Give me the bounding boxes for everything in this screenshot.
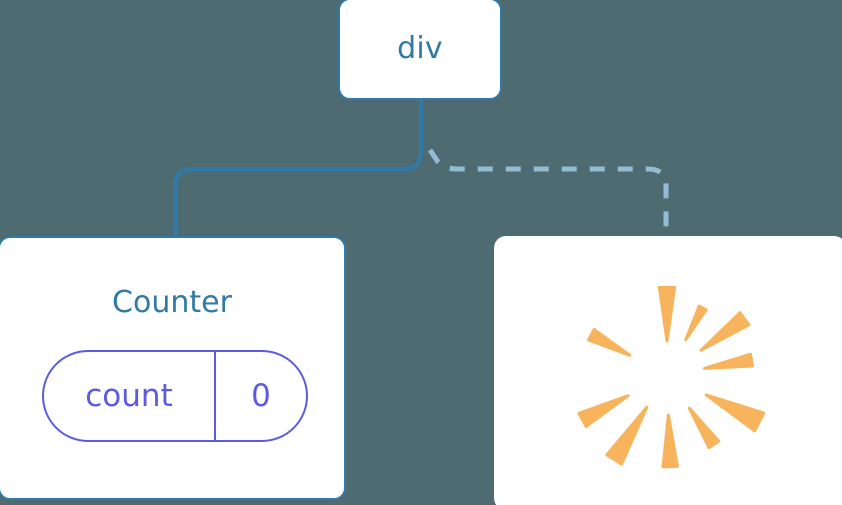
burst-ray <box>687 406 721 450</box>
burst-ray <box>661 413 679 469</box>
state-pill-count[interactable]: count 0 <box>42 350 308 442</box>
state-pill-value-label: 0 <box>251 377 271 414</box>
node-counter[interactable]: Counter count 0 <box>0 236 346 500</box>
burst-ray <box>577 394 630 429</box>
state-pill-key: count <box>44 352 216 440</box>
burst-ray <box>702 352 755 370</box>
node-div[interactable]: div <box>338 0 502 100</box>
node-div-label: div <box>397 31 443 66</box>
node-render-burst[interactable] <box>494 236 842 505</box>
sparkle-burst-icon <box>577 285 766 469</box>
node-counter-label: Counter <box>112 285 232 320</box>
burst-ray <box>657 285 677 343</box>
state-pill-value: 0 <box>216 352 306 440</box>
burst-ray <box>704 393 766 433</box>
burst-ray <box>699 311 751 352</box>
edge-div-to-counter <box>173 98 423 240</box>
burst-ray <box>586 327 632 357</box>
burst-ray <box>684 304 708 342</box>
burst-ray <box>605 405 649 466</box>
state-pill-key-label: count <box>85 377 173 414</box>
edge-div-to-burst <box>427 148 669 238</box>
